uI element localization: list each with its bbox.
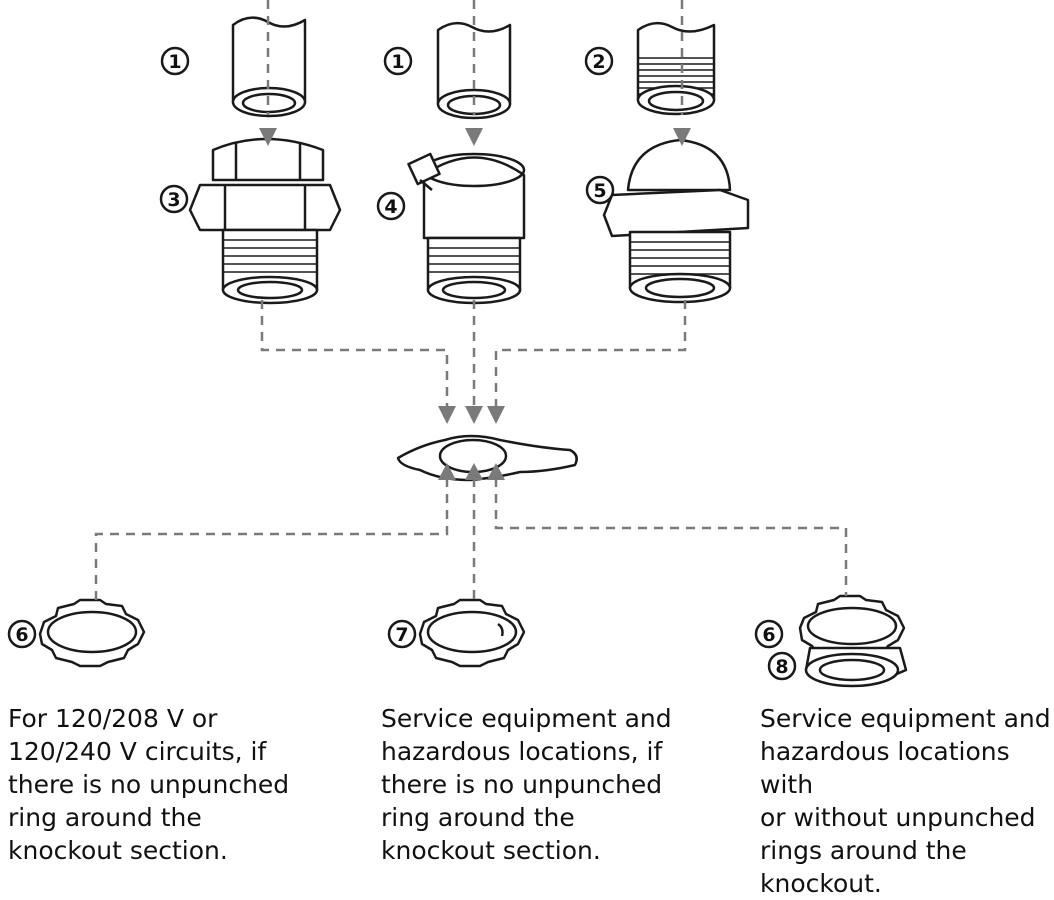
callout-1-middle: 1 [385, 48, 411, 74]
caption-left: For 120/208 V or 120/240 V circuits, if … [8, 702, 328, 867]
callout-number: 5 [593, 180, 606, 202]
callout-number: 4 [384, 196, 397, 218]
locknut-left [40, 600, 144, 666]
callout-5: 5 [587, 177, 613, 203]
callout-number: 6 [15, 624, 28, 646]
compression-connector [190, 139, 340, 303]
grounding-locknut [420, 600, 524, 666]
callout-number: 1 [391, 51, 404, 73]
callout-number: 8 [775, 656, 788, 678]
threaded-hub-connector [604, 140, 748, 302]
caption-right: Service equipment and hazardous location… [760, 702, 1054, 900]
caption-middle: Service equipment and hazardous location… [381, 702, 711, 867]
callout-8: 8 [769, 653, 795, 679]
callout-1-left: 1 [162, 48, 188, 74]
knockout-enclosure-wall [398, 436, 577, 480]
locknut-and-bushing [800, 596, 906, 686]
setscrew-connector [408, 154, 524, 303]
callout-2: 2 [586, 48, 612, 74]
callout-number: 3 [167, 189, 180, 211]
callout-number: 7 [395, 624, 408, 646]
conduit-right-threaded [638, 23, 714, 114]
callout-number: 6 [762, 624, 775, 646]
callout-6-left: 6 [9, 621, 35, 647]
callout-4: 4 [378, 193, 404, 219]
callout-number: 1 [168, 51, 181, 73]
callout-6-right: 6 [756, 621, 782, 647]
callout-7: 7 [389, 621, 415, 647]
callout-number: 2 [592, 51, 605, 73]
callout-3: 3 [161, 186, 187, 212]
